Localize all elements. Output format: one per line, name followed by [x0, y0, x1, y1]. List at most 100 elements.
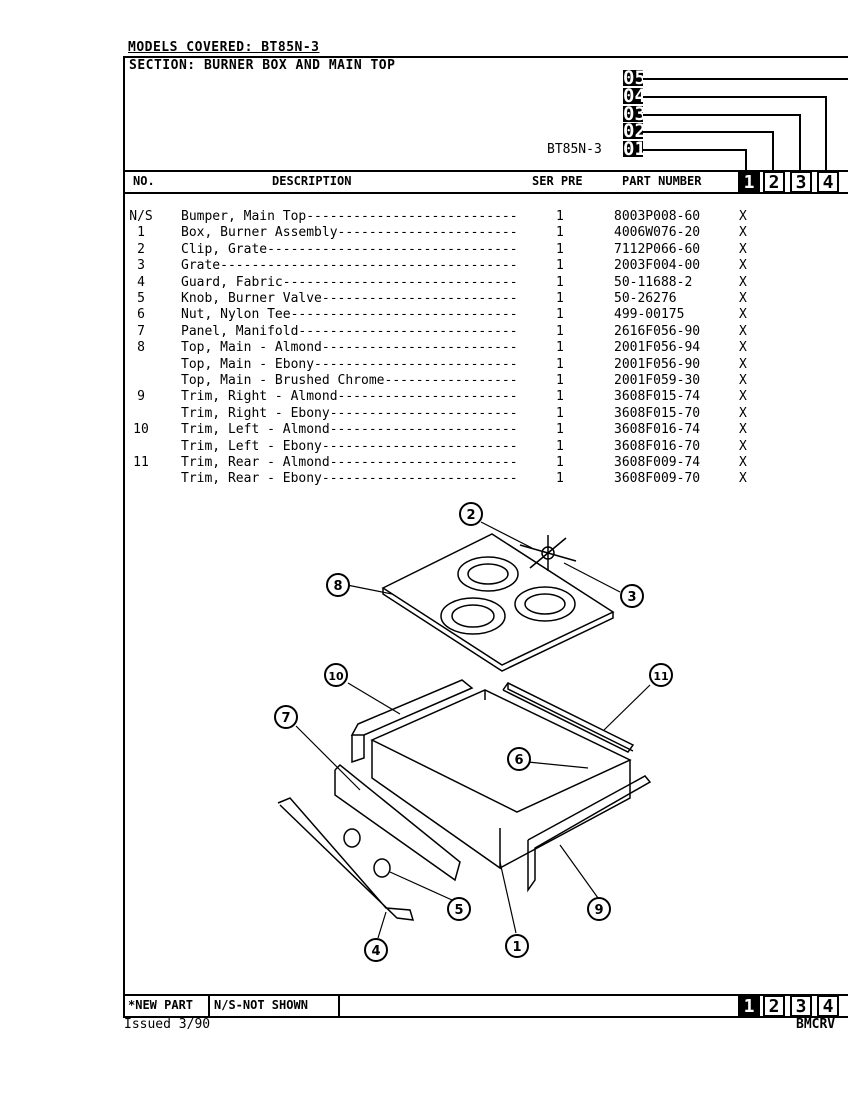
section-title: SECTION: BURNER BOX AND MAIN TOP: [129, 58, 396, 73]
callout-label: 7: [281, 711, 290, 726]
part-model-mark: X: [739, 275, 747, 290]
callout-circle: [274, 705, 298, 729]
model-col-1: 1: [738, 171, 760, 193]
header-bottom-rule: [123, 192, 848, 194]
part-model-mark: X: [739, 373, 747, 388]
part-model-mark: X: [739, 357, 747, 372]
footer-top-rule: [123, 994, 848, 996]
part-quantity: 1: [556, 422, 564, 437]
models-covered: MODELS COVERED: BT85N-3: [128, 40, 320, 55]
part-item-number: 9: [137, 389, 145, 404]
grate-shape: [519, 535, 577, 571]
callout-circle: [324, 663, 348, 687]
part-item-number: N/S: [129, 209, 153, 224]
part-model-mark: X: [739, 422, 747, 437]
part-model-mark: X: [739, 406, 747, 421]
part-item-number: 11: [133, 455, 149, 470]
callout-circle: [505, 934, 529, 958]
callout-label: 6: [514, 753, 523, 768]
footer-div-1: [208, 994, 210, 1016]
callout-circle: [620, 584, 644, 608]
part-model-mark: X: [739, 389, 747, 404]
part-item-number: 2: [137, 242, 145, 257]
issued-date: Issued 3/90: [124, 1017, 211, 1032]
part-description: Box, Burner Assembly--------------------…: [181, 225, 518, 240]
part-number: 3608F016-70: [614, 439, 701, 454]
part-quantity: 1: [556, 209, 564, 224]
callout-circle: [507, 747, 531, 771]
part-number: 2001F059-30: [614, 373, 701, 388]
version-box: 01: [623, 141, 643, 157]
part-quantity: 1: [556, 373, 564, 388]
callout-circle: [447, 897, 471, 921]
callout-circle: [459, 502, 483, 526]
part-number: 50-26276: [614, 291, 677, 306]
part-description: Clip, Grate-----------------------------…: [181, 242, 518, 257]
callout-label: 4: [371, 944, 380, 959]
part-number: 3608F016-74: [614, 422, 701, 437]
callout-label: 3: [627, 590, 636, 605]
model-col-2: 2: [763, 171, 785, 193]
not-shown-label: N/S-NOT SHOWN: [214, 998, 308, 1012]
part-number: 7112P066-60: [614, 242, 701, 257]
part-model-mark: X: [739, 307, 747, 322]
part-number: 3608F015-74: [614, 389, 701, 404]
part-quantity: 1: [556, 324, 564, 339]
part-number: 50-11688-2: [614, 275, 693, 290]
part-description: Trim, Right - Ebony---------------------…: [181, 406, 518, 421]
callout-label: 10: [328, 670, 344, 683]
footer-div-2: [338, 994, 340, 1016]
version-box: 03: [623, 106, 643, 122]
part-model-mark: X: [739, 439, 747, 454]
part-quantity: 1: [556, 389, 564, 404]
main-top-shape: [381, 533, 615, 666]
callout-label: 11: [653, 670, 668, 683]
callout-circle: [326, 573, 350, 597]
part-description: Bumper, Main Top------------------------…: [181, 209, 518, 224]
callout-circle: [364, 938, 388, 962]
part-number: 2001F056-94: [614, 340, 701, 355]
part-description: Guard, Fabric---------------------------…: [181, 275, 518, 290]
part-quantity: 1: [556, 307, 564, 322]
part-number: 3608F015-70: [614, 406, 701, 421]
model-label: BT85N-3: [547, 142, 602, 157]
part-description: Trim, Rear - Ebony----------------------…: [181, 471, 518, 486]
col-ser-pre: SER PRE: [532, 174, 583, 188]
part-item-number: 10: [133, 422, 149, 437]
footer-col-4: 4: [817, 995, 839, 1017]
part-model-mark: X: [739, 258, 747, 273]
part-quantity: 1: [556, 225, 564, 240]
part-number: 2001F056-90: [614, 357, 701, 372]
footer-col-3: 3: [790, 995, 812, 1017]
part-model-mark: X: [739, 324, 747, 339]
part-quantity: 1: [556, 275, 564, 290]
part-model-mark: X: [739, 242, 747, 257]
part-item-number: 6: [137, 307, 145, 322]
part-item-number: 4: [137, 275, 145, 290]
part-model-mark: X: [739, 471, 747, 486]
part-description: Top, Main - Almond----------------------…: [181, 340, 518, 355]
model-col-3: 3: [790, 171, 812, 193]
part-quantity: 1: [556, 340, 564, 355]
model-col-4: 4: [817, 171, 839, 193]
page-code: BMCRV: [796, 1017, 836, 1032]
part-number: 3608F009-70: [614, 471, 701, 486]
part-quantity: 1: [556, 357, 564, 372]
part-description: Nut, Nylon Tee--------------------------…: [181, 307, 518, 322]
part-description: Trim, Rear - Almond---------------------…: [181, 455, 518, 470]
part-item-number: 3: [137, 258, 145, 273]
new-part-label: *NEW PART: [128, 998, 194, 1012]
part-quantity: 1: [556, 406, 564, 421]
part-number: 499-00175: [614, 307, 685, 322]
part-number: 2003F004-00: [614, 258, 701, 273]
part-number: 2616F056-90: [614, 324, 701, 339]
part-description: Panel, Manifold-------------------------…: [181, 324, 518, 339]
version-box: 02: [623, 123, 643, 139]
part-item-number: 8: [137, 340, 145, 355]
part-quantity: 1: [556, 471, 564, 486]
part-number: 4006W076-20: [614, 225, 701, 240]
callout-label: 5: [454, 903, 463, 918]
part-description: Knob, Burner Valve----------------------…: [181, 291, 518, 306]
